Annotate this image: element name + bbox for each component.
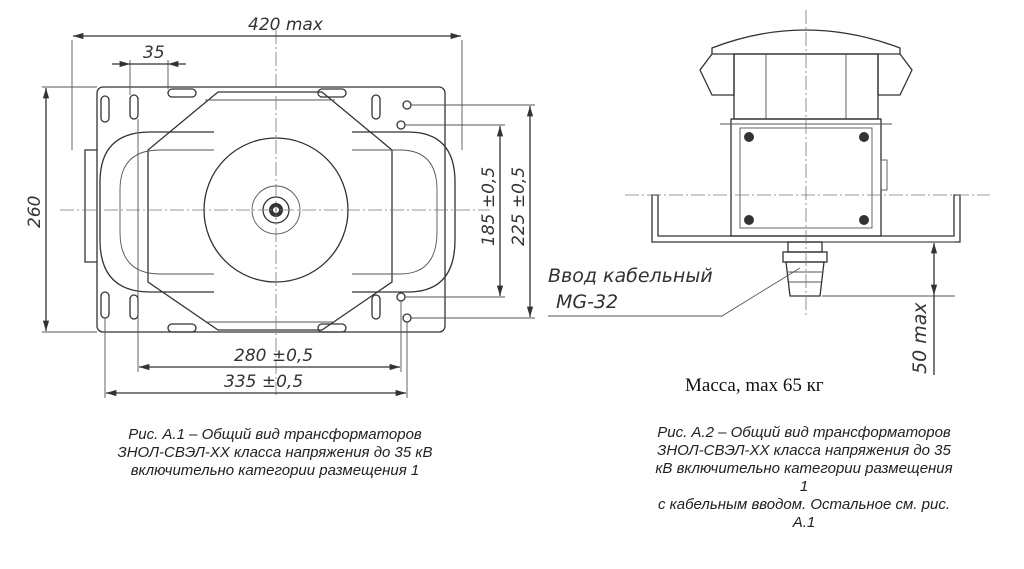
left-handle [99,131,214,293]
left-lug [84,149,97,263]
dim-height: 260 [25,196,45,228]
dim-mount-h-inner: 280 ±0,5 [234,346,313,366]
dim-mount-v-inner: 185 ±0,5 [479,167,499,246]
base-plate [96,86,446,333]
box-bolts [744,132,869,225]
left-wing [699,53,735,96]
dim-mount-v-outer: 225 ±0,5 [509,167,529,246]
dim-foot: 35 [143,43,165,63]
right-wing [877,53,913,96]
dim-width-max: 420 max [248,15,324,35]
mounting-holes [396,100,412,323]
base-bracket [651,194,961,243]
cable-gland [782,241,828,297]
right-handle [352,131,456,293]
top-dome [711,29,901,55]
dim-gland: 50 max [909,302,931,374]
figure-1-caption: Рис. А.1 – Общий вид трансформаторов ЗНО… [117,426,433,479]
mounting-slots [100,88,381,333]
figure-2-drawing: Ввод кабельный MG-32 50 max Масса, max 6… [548,10,990,396]
cross-frame [147,91,393,331]
dim-mount-h-outer: 335 ±0,5 [224,372,303,392]
cable-label-line2: MG-32 [556,291,618,313]
mass-label: Масса, max 65 кг [685,375,824,396]
cable-label-line1: Ввод кабельный [548,265,713,287]
figure-1-drawing: 420 max 35 260 185 ±0,5 225 ±0,5 280 ±0,… [25,15,535,398]
figure-2-caption: Рис. А.2 – Общий вид трансформаторов ЗНО… [655,424,953,531]
